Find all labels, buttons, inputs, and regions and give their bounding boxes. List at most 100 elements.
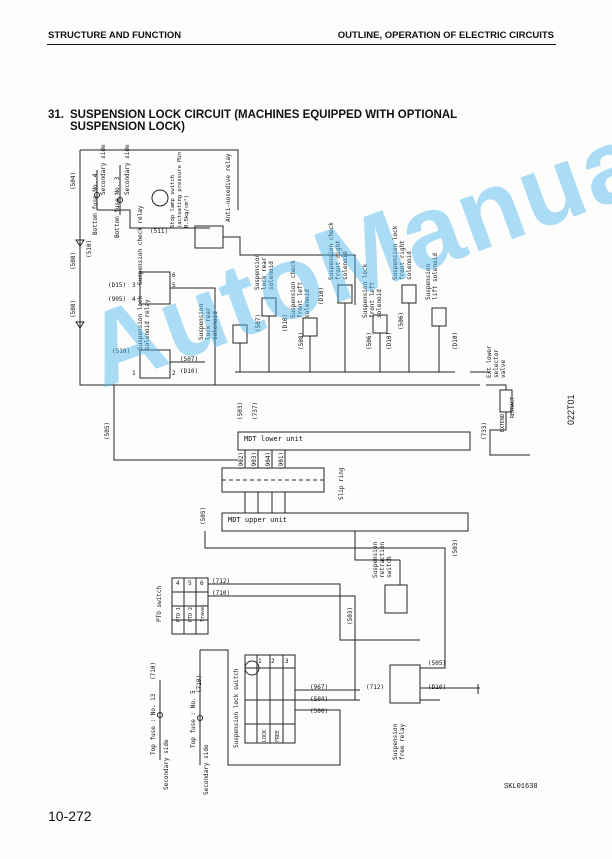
wire-code: (503) — [237, 401, 244, 420]
pto-label-2: PTO 2 — [188, 606, 194, 622]
relay-pin: 6 — [172, 272, 176, 279]
wire-code: (D10) — [428, 684, 447, 691]
solenoid-check-front-left — [302, 317, 318, 337]
label-secondary-side-4: Secondary side — [203, 744, 210, 795]
wire-mdt-links — [113, 385, 446, 640]
wire-code: (905) — [108, 296, 127, 303]
label-top-fuse-5: Top fuse : No. 5 — [190, 690, 197, 748]
wire-code: (D10) — [318, 286, 325, 305]
label-lock-front-left: Suspension lock front left solenoid — [362, 263, 383, 318]
wire-left-bus — [79, 150, 480, 386]
solenoid-check-front-right — [337, 284, 353, 304]
label-susp-check-relay: Suspension check relay — [137, 205, 144, 285]
title-number: 31. — [48, 109, 64, 121]
wire-code: (710) — [212, 590, 231, 597]
title-line-1: SUSPENSION LOCK CIRCUIT (MACHINES EQUIPP… — [70, 109, 458, 121]
wire-code: (500) — [310, 708, 329, 715]
label-susp-lock-switch: Suspension lock switch — [233, 668, 240, 748]
fuse-4-icon — [94, 192, 100, 198]
terminal: 5 — [188, 580, 192, 587]
wire-fuse-drops — [96, 165, 121, 215]
header-section-title: STRUCTURE AND FUNCTION — [48, 30, 182, 41]
side-figure-id: 022T01 — [566, 394, 576, 425]
wire-free-relay — [420, 640, 480, 701]
label-rear-lock-solenoid: Suspension lock rear solenoid — [198, 303, 219, 340]
terminal: 2 — [271, 658, 275, 665]
wire-code: (507) — [255, 313, 262, 332]
pto-label-1: PTO 1 — [176, 606, 182, 622]
wire-relay-links — [170, 287, 216, 385]
wire-code: (506) — [366, 331, 373, 350]
terminal: 3 — [285, 658, 289, 665]
wire-top-bus — [80, 149, 239, 210]
diode-icons — [75, 239, 85, 329]
wire-relay-out — [223, 236, 356, 305]
label-secondary-side-3: Secondary side — [163, 739, 170, 790]
top-fuse-5-icon — [197, 715, 203, 721]
anti-nosedive-relay-box — [194, 225, 224, 249]
label-extend: EXTEND — [500, 413, 506, 432]
wire-code: (D10) — [282, 313, 289, 332]
wire-code: (710) — [150, 661, 157, 680]
label-bottom-fuse-3: Bottom fuse No. 3 — [114, 176, 121, 238]
wire-code: (901) — [278, 451, 285, 470]
wire-code: (511) — [150, 228, 169, 235]
label-stop-lamp-switch: Stop lamp switch (actuating pressure Min… — [170, 151, 190, 228]
label-top-fuse-13: Top fuse : No. 13 — [150, 693, 157, 755]
lock-label-lock: LOCK — [262, 729, 268, 742]
retraction-switch-box — [384, 584, 408, 614]
fuse-3-icon — [117, 197, 123, 203]
wire-code: (967) — [310, 684, 329, 691]
label-slip-ring: Slip ring — [338, 467, 345, 500]
top-fuse-13-icon — [157, 712, 163, 718]
solenoid-rear-lock-2 — [261, 297, 277, 317]
label-bottom-fuse-4: Bottom fuse No. 4 — [92, 173, 99, 235]
wire-code: (508) — [298, 331, 305, 350]
mdt-upper-unit-label: MDT upper unit — [228, 516, 288, 524]
wire-code: (508) — [70, 299, 77, 318]
label-secondary-side-1: Secondary side — [100, 144, 107, 195]
label-selector-valve: Ext lower selector valve — [486, 345, 507, 378]
label-susp-lock-relay: Suspension lock solenoid relay — [137, 295, 151, 350]
wire-code: (D15) — [108, 282, 127, 289]
wire-code: (904) — [265, 451, 272, 470]
wire-solenoid-drops — [239, 303, 440, 372]
terminal: 4 — [176, 580, 180, 587]
label-rear-lock-solenoid-2: Suspension lock rear solenoid — [254, 253, 275, 290]
label-lift-solenoid: Suspension lift solenoid — [425, 253, 439, 300]
wire-code: (503) — [452, 538, 459, 557]
wire-code: (D10) — [386, 331, 393, 350]
header-rule — [47, 44, 556, 45]
wire-code: (903) — [251, 451, 258, 470]
label-retract: RETRACT — [510, 396, 516, 418]
wire-pto — [208, 583, 420, 700]
wire-selector-valve — [486, 384, 530, 456]
pto-label-travel: Travel — [200, 603, 206, 622]
wire-code: (505) — [104, 421, 111, 440]
wire-code: (504) — [310, 696, 329, 703]
page-number: 10-272 — [48, 808, 92, 824]
lock-switch-grid — [245, 655, 295, 743]
wire-code: (507) — [180, 356, 199, 363]
label-lock-front-right: Suspension lock front right solenoid — [392, 225, 413, 280]
label-anti-nosedive-relay: Anti-nosedive relay — [225, 153, 232, 222]
wire-code: (505) — [200, 506, 207, 525]
wire-code: (510) — [86, 239, 93, 258]
page-title: 31. SUSPENSION LOCK CIRCUIT (MACHINES EQU… — [48, 109, 508, 133]
relay-pin: 4 — [132, 296, 136, 303]
wire-code: (710) — [196, 674, 203, 693]
wire-fuse-link — [97, 209, 210, 229]
wire-code: (902) — [238, 451, 245, 470]
lock-label-free: FREE — [275, 729, 281, 742]
mdt-lower-unit-box — [237, 431, 471, 451]
pto-table-grid — [172, 578, 208, 634]
label-secondary-side-2: Secondary side — [124, 144, 131, 195]
mdt-lower-unit-label: MDT lower unit — [244, 435, 304, 443]
wire-top-fuses — [159, 650, 201, 765]
wire-code: (712) — [212, 578, 231, 585]
wire-code: (510) — [112, 348, 131, 355]
terminal: 6 — [200, 580, 204, 587]
label-free-relay: Suspension free relay — [392, 723, 406, 760]
lock-switch-icon — [244, 660, 260, 676]
